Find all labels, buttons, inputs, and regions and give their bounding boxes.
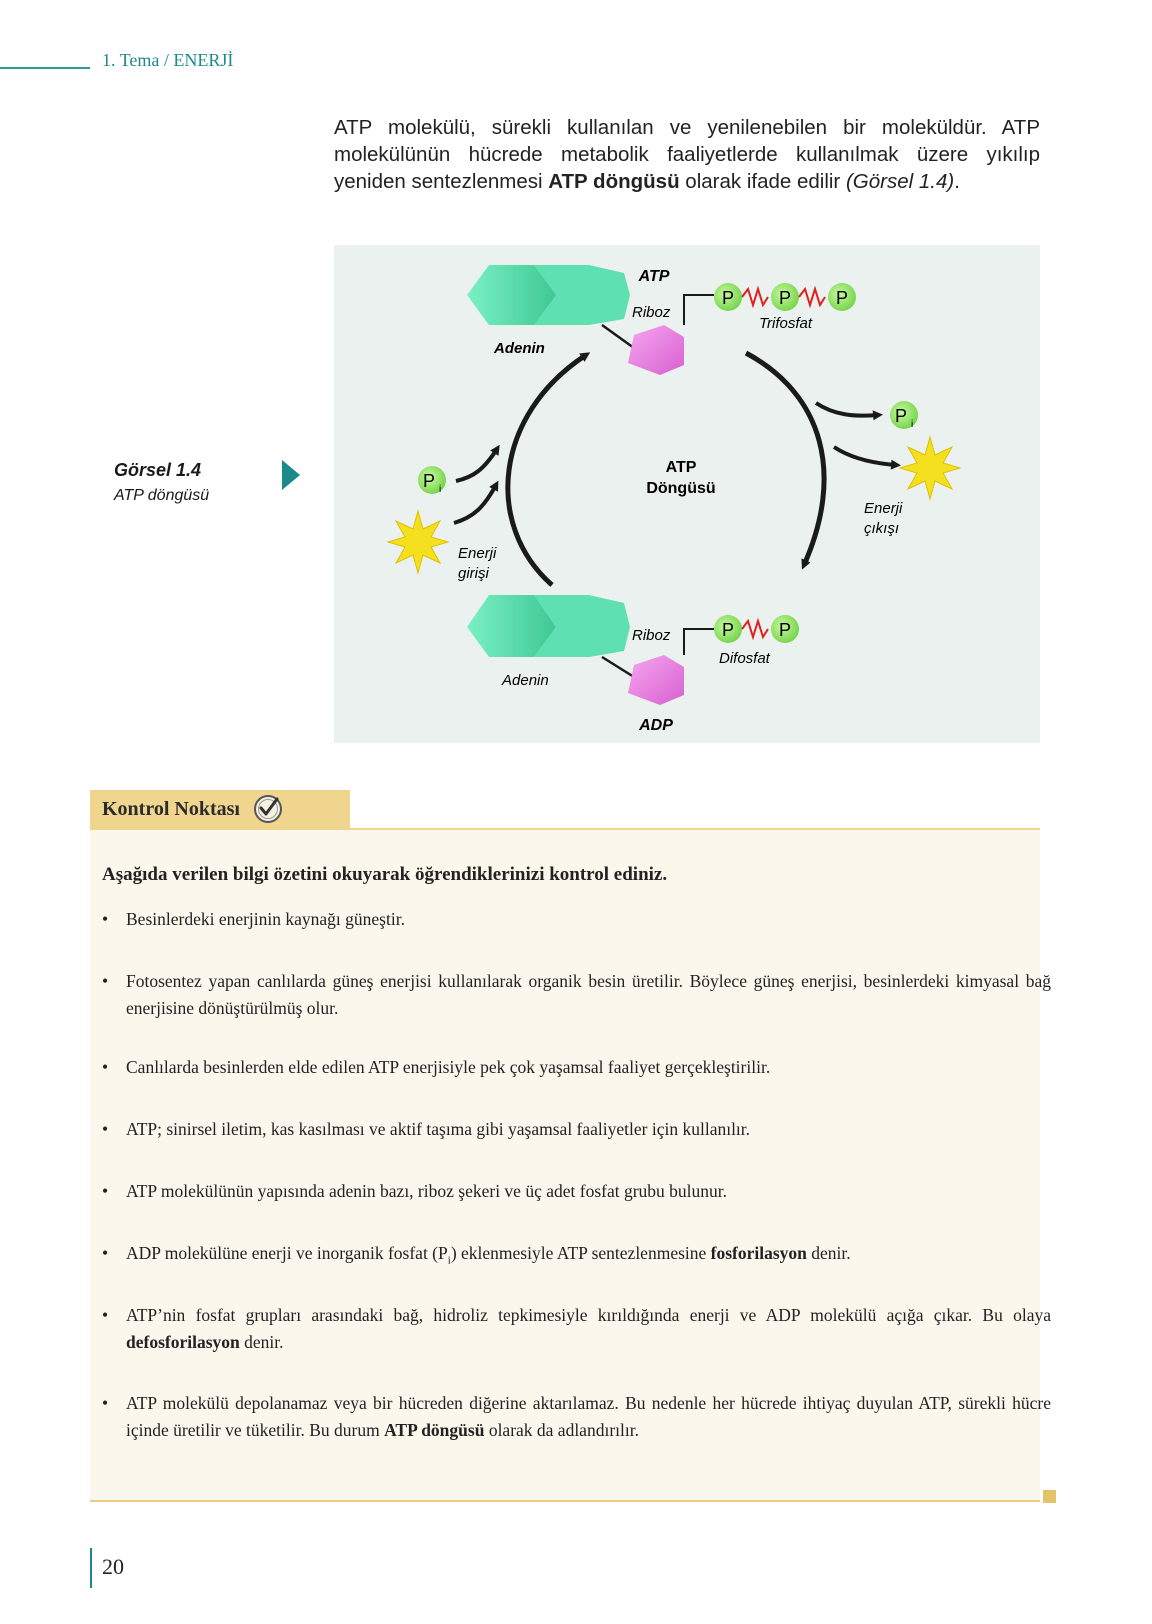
pi-release-arrow — [814, 401, 883, 421]
figure-caption-subtitle: ATP döngüsü — [114, 487, 210, 504]
atp-label: ATP — [638, 268, 670, 285]
figure-caption-title: Görsel 1.4 — [114, 460, 202, 480]
cycle-label-line2: Döngüsü — [646, 480, 715, 497]
corner-marker — [1043, 1490, 1056, 1503]
header-rule — [0, 67, 90, 69]
adenin-top-label: Adenin — [493, 340, 545, 357]
bold-term: ATP döngüsü — [384, 1420, 485, 1440]
riboz-phosphate-link-top — [683, 294, 714, 325]
list-item: ADP molekülüne enerji ve inorganik fosfa… — [102, 1240, 1051, 1275]
adenin-top-shape — [467, 265, 630, 325]
sun-out-icon — [898, 435, 962, 501]
bullet-text: Canlılarda besinlerden elde edilen ATP e… — [126, 1057, 771, 1077]
list-item: ATP molekülü depolanamaz veya bir hücred… — [102, 1390, 1051, 1444]
high-energy-bond — [741, 285, 769, 309]
bold-term: fosforilasyon — [710, 1243, 807, 1263]
bullet-text: olarak da adlandırılır. — [484, 1420, 639, 1440]
phosphate-circle — [771, 283, 799, 311]
phosphate-label: P — [722, 620, 734, 640]
bullet-text: denir. — [239, 1332, 284, 1352]
enerji-cikis-label-1: Enerji — [864, 500, 903, 517]
phosphate-circle — [714, 283, 742, 311]
enerji-giris-label-1: Enerji — [458, 545, 497, 562]
bullet-text: Besinlerdeki enerjinin kaynağı güneştir. — [126, 909, 405, 929]
riboz-phosphate-link-bottom — [683, 628, 714, 655]
pi-in-circle — [418, 466, 446, 494]
bullet-text: Fotosentez yapan canlılarda güneş enerji… — [126, 971, 1051, 1018]
list-item: ATP; sinirsel iletim, kas kasılması ve a… — [102, 1116, 1051, 1143]
cycle-label-line1: ATP — [666, 459, 697, 476]
bullet-text: ) eklenmesiyle ATP sentezlenmesine — [450, 1243, 711, 1263]
kontrol-top-rule — [90, 828, 1040, 830]
pi-input-arrow — [455, 444, 500, 483]
intro-text: ATP molekülü, sürekli kullanılan ve yeni… — [334, 116, 1040, 193]
adenin-riboz-bond-top — [601, 323, 635, 350]
bold-term: defosforilasyon — [126, 1332, 240, 1352]
intro-bold-term: ATP döngüsü — [548, 170, 680, 193]
triphosphate-group: P P P — [714, 283, 856, 311]
pi-in-label: P — [423, 471, 435, 491]
intro-text-3: . — [954, 170, 960, 193]
cycle-arrow-right — [744, 350, 827, 570]
kontrol-panel — [90, 830, 1040, 1500]
phosphate-label: P — [722, 288, 734, 308]
sun-in-icon — [386, 509, 450, 575]
caption-pointer-icon — [282, 460, 300, 490]
kontrol-bottom-rule — [90, 1500, 1040, 1502]
atp-cycle-diagram: ATP Adenin Riboz P P P Trifosfat P i — [386, 265, 962, 734]
riboz-bottom-shape — [628, 655, 684, 705]
check-circle-icon — [253, 795, 282, 823]
list-item: ATP molekülünün yapısında adenin bazı, r… — [102, 1178, 1051, 1205]
adenin-bottom-label: Adenin — [501, 672, 549, 689]
phosphate-label: P — [836, 288, 848, 308]
riboz-bottom-label: Riboz — [632, 627, 671, 644]
enerji-cikis-label-2: çıkışı — [864, 520, 899, 537]
phosphate-circle — [714, 615, 742, 643]
figure-reference: (Görsel 1.4) — [845, 170, 955, 193]
phosphate-circle — [771, 615, 799, 643]
atp-cycle-figure: ATP Adenin Riboz P P P Trifosfat P i — [334, 245, 1040, 743]
diphosphate-group: P P — [714, 615, 799, 643]
page-number-rule — [90, 1548, 92, 1588]
adenin-riboz-bond-bottom — [601, 655, 635, 679]
energy-release-arrow — [832, 445, 901, 470]
riboz-top-label: Riboz — [632, 304, 671, 321]
adp-label: ADP — [638, 717, 673, 734]
difosfat-label: Difosfat — [719, 650, 771, 667]
phosphate-label: P — [779, 620, 791, 640]
pi-in-sub: i — [439, 484, 441, 495]
energy-input-arrow — [453, 480, 499, 525]
phosphate-label: P — [779, 288, 791, 308]
kontrol-title: Kontrol Noktası — [102, 797, 240, 820]
high-energy-bond — [741, 617, 769, 641]
bullet-text: ATP; sinirsel iletim, kas kasılması ve a… — [126, 1119, 751, 1139]
cycle-arrow-left — [505, 352, 591, 587]
pi-out-sub: i — [911, 419, 913, 430]
high-energy-bond — [798, 285, 826, 309]
intro-paragraph: ATP molekülü, sürekli kullanılan ve yeni… — [334, 114, 1040, 195]
chapter-header: 1. Tema / ENERJİ — [102, 50, 234, 70]
list-item: Canlılarda besinlerden elde edilen ATP e… — [102, 1054, 1051, 1081]
phosphate-circle — [828, 283, 856, 311]
bullet-text: ATP’nin fosfat grupları arasındaki bağ, … — [126, 1305, 1051, 1325]
kontrol-tab: Kontrol Noktası — [90, 790, 350, 828]
kontrol-instruction: Aşağıda verilen bilgi özetini okuyarak ö… — [102, 864, 668, 885]
bullet-text: denir. — [806, 1243, 851, 1263]
pi-out-label: P — [895, 406, 907, 426]
adenin-bottom-shape — [467, 595, 630, 657]
riboz-top-shape — [628, 325, 684, 375]
page-number: 20 — [102, 1554, 124, 1579]
bullet-text: ATP molekülü depolanamaz veya bir hücred… — [126, 1393, 1051, 1440]
trifosfat-label: Trifosfat — [759, 315, 813, 332]
pi-out-circle — [890, 401, 918, 429]
enerji-giris-label-2: girişi — [458, 565, 490, 582]
list-item: Besinlerdeki enerjinin kaynağı güneştir. — [102, 906, 1051, 933]
list-item: ATP’nin fosfat grupları arasındaki bağ, … — [102, 1302, 1051, 1356]
bullet-text: ADP molekülüne enerji ve inorganik fosfa… — [126, 1243, 448, 1263]
pi-subscript: i — [447, 1254, 451, 1267]
bullet-text: ATP molekülünün yapısında adenin bazı, r… — [126, 1181, 728, 1201]
intro-text-2: olarak ifade edilir — [679, 170, 846, 193]
list-item: Fotosentez yapan canlılarda güneş enerji… — [102, 968, 1051, 1022]
